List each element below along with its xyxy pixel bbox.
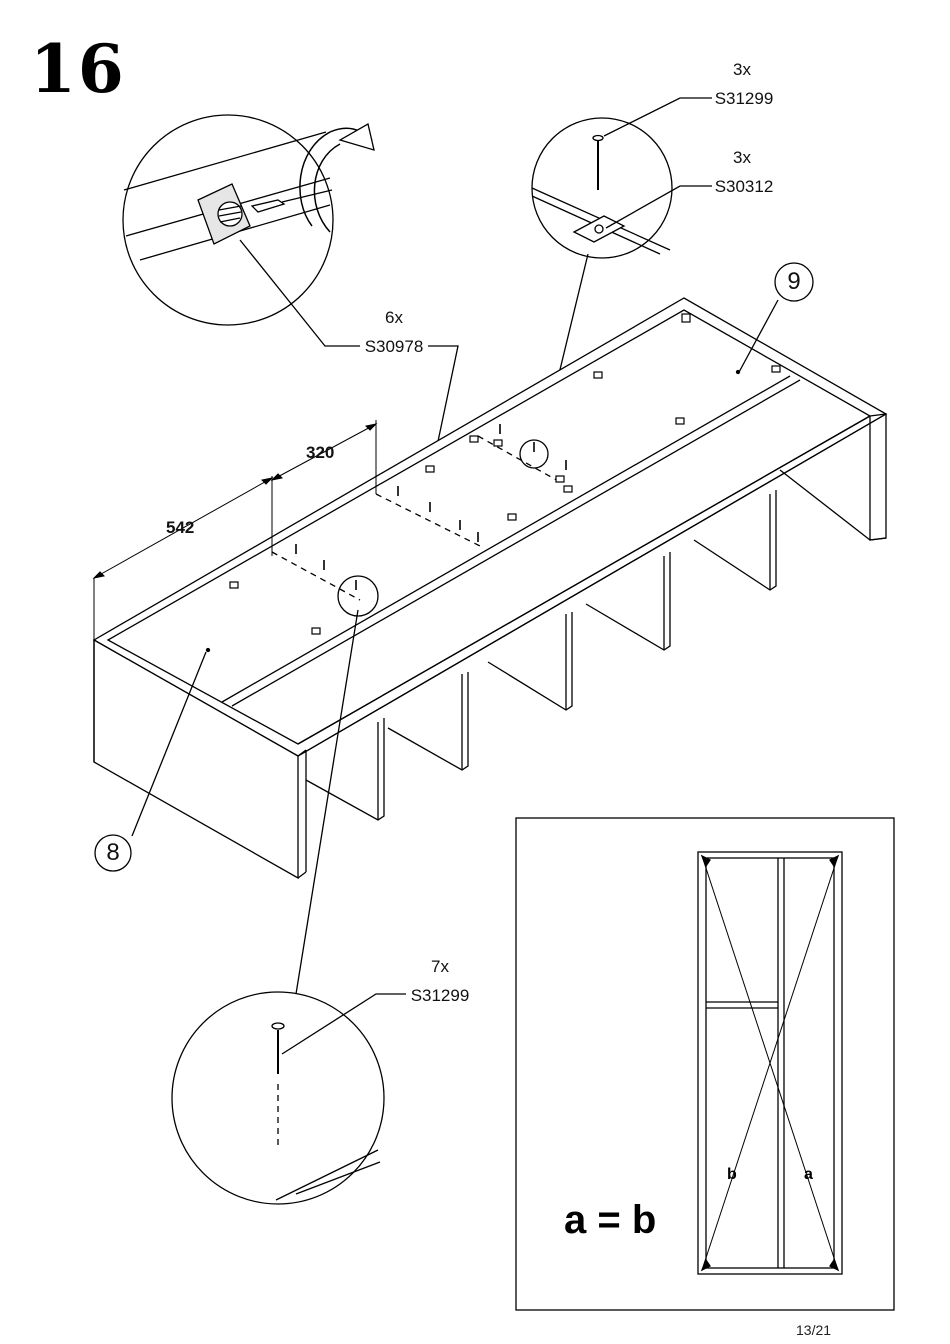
plate-top-code: S30312 [714,177,774,196]
nail-bottom-code: S31299 [410,986,470,1005]
inset-cabinet [697,851,843,1275]
nail-bottom-qty: 7x [431,957,449,976]
plate-top-qty: 3x [733,148,751,167]
screw-code: S30978 [364,337,424,356]
partitions [305,490,777,821]
diagonal-b-label: b [727,1166,737,1183]
screw-leader [239,239,360,347]
cam-markers [229,313,781,635]
nail-top-qty: 3x [733,60,751,79]
diagonal-a-label: a [804,1166,813,1183]
screw-qty: 6x [385,308,403,327]
screw-detail-circle [122,114,375,326]
part-9-circle [774,262,814,302]
step-number: 16 [30,30,126,108]
inset-frame [515,817,895,1311]
page-number: 13/21 [796,1322,832,1338]
cabinet-body [92,297,888,880]
part-8-label: 8 [106,839,120,866]
plate-leader [605,185,712,229]
dimension-lines [92,420,378,640]
plate-detail-circle [531,117,673,259]
nail-top-leader [603,97,712,137]
dimension-short: 320 [306,443,335,462]
dimension-long: 542 [166,518,195,537]
diagonal-equation: a = b [564,1198,657,1242]
part-9-label: 9 [787,268,801,295]
nail-bottom-leader [281,993,406,1055]
nail-marks [295,424,567,590]
nail-top-code: S31299 [714,89,774,108]
nail-detail-circle [171,609,385,1205]
part-8-circle [94,834,132,872]
screw-leader-2 [428,345,459,471]
hidden-lines [271,435,561,601]
